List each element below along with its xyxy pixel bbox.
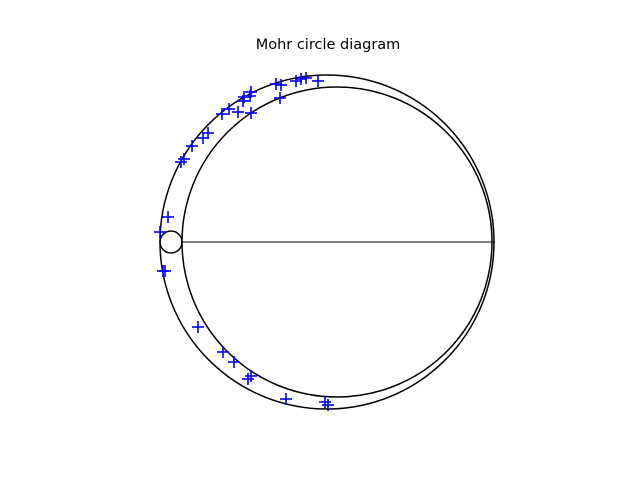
data-point (245, 370, 257, 382)
data-point (217, 346, 229, 358)
data-point (245, 107, 257, 119)
data-point (216, 108, 228, 120)
data-point (300, 72, 312, 84)
data-point (157, 265, 169, 277)
data-point (223, 103, 235, 115)
data-point (232, 106, 244, 118)
data-point (197, 132, 209, 144)
data-point (312, 75, 324, 87)
data-point (154, 226, 166, 238)
data-point (295, 73, 307, 85)
data-point (192, 321, 204, 333)
stress-state-markers (154, 72, 334, 411)
data-point (162, 211, 174, 223)
data-point (175, 156, 187, 168)
data-point (319, 396, 331, 408)
data-point (322, 399, 334, 411)
data-point (228, 356, 240, 368)
data-point (242, 373, 254, 385)
data-point (270, 78, 282, 90)
data-point (280, 393, 292, 405)
data-point (244, 90, 256, 102)
mohr-circle-3 (159, 230, 183, 254)
chart-title: Mohr circle diagram (256, 37, 401, 53)
data-point (186, 140, 198, 152)
data-point (275, 79, 287, 91)
data-point (274, 92, 286, 104)
data-point (202, 127, 214, 139)
data-point (237, 95, 249, 107)
data-point (290, 75, 302, 87)
data-point (178, 153, 190, 165)
